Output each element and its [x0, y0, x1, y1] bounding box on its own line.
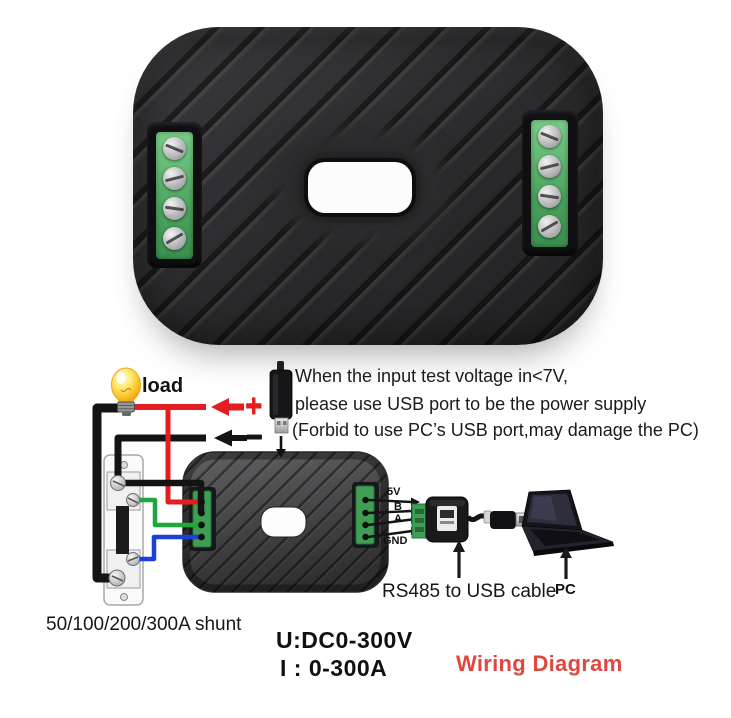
- load-label: load: [142, 375, 184, 397]
- rs485-adapter-icon: [411, 496, 469, 543]
- wiring-diagram-graphic: [92, 361, 614, 606]
- usb-power-plug-icon: [269, 361, 293, 434]
- arrow-negative-in: [214, 429, 247, 447]
- negative-sign: –: [246, 419, 263, 452]
- module-pins-right: [362, 496, 369, 541]
- module-center-label: [260, 506, 307, 538]
- terminal-label-5v: 5V: [387, 486, 401, 498]
- laptop-icon: [521, 489, 614, 556]
- wire-negative-loop: [92, 403, 120, 583]
- usb-note-line-1: When the input test voltage in<7V,: [295, 366, 569, 386]
- rs485-cable-label: RS485 to USB cable: [382, 581, 557, 602]
- usb-note-line-3: (Forbid to use PC’s USB port,may damage …: [292, 420, 699, 440]
- pc-label: PC: [555, 581, 576, 598]
- terminal-recess-left: [147, 122, 202, 268]
- module-graphic: [182, 451, 389, 593]
- pc-pointer-arrow: [560, 547, 572, 579]
- module-pins-left: [198, 498, 205, 541]
- device-top-photo: [133, 27, 603, 345]
- screw-icon: [163, 137, 186, 160]
- wire-sense-blue: [134, 534, 201, 562]
- bulb-icon: [111, 367, 141, 416]
- screw-icon: [163, 197, 186, 220]
- wire-sense-green: [134, 497, 201, 528]
- rs485-lines: [367, 498, 413, 539]
- screw-icon: [538, 125, 561, 148]
- screw-icon: [163, 167, 186, 190]
- current-range: I : 0-300A: [280, 655, 388, 681]
- terminal-recess-right: [522, 110, 578, 256]
- terminal-label-b: B: [394, 501, 402, 513]
- shunt-label: 50/100/200/300A shunt: [46, 614, 242, 635]
- screw-icon: [538, 155, 561, 178]
- usb-down-arrow: [276, 436, 286, 458]
- wire-positive-branch: [165, 404, 201, 505]
- shunt-bolts: [108, 475, 140, 587]
- screw-icon: [538, 215, 561, 238]
- terminal-block-left: [156, 132, 193, 259]
- usb-note-line-2: please use USB port to be the power supp…: [295, 394, 647, 414]
- diagram-title: Wiring Diagram: [456, 651, 623, 676]
- device-center-label: [308, 162, 412, 213]
- screw-icon: [538, 185, 561, 208]
- voltage-range: U:DC0-300V: [276, 627, 413, 653]
- terminal-label-a: A: [394, 513, 402, 525]
- positive-sign: +: [245, 390, 263, 423]
- wire-negative-feed: [114, 434, 206, 481]
- screw-icon: [163, 227, 186, 250]
- terminal-block-right: [531, 120, 568, 247]
- arrow-positive-in: [211, 398, 244, 416]
- terminal-label-gnd: GND: [383, 535, 408, 547]
- rs485-pointer-arrow: [453, 540, 465, 578]
- usb-cable-plug-icon: [466, 510, 531, 529]
